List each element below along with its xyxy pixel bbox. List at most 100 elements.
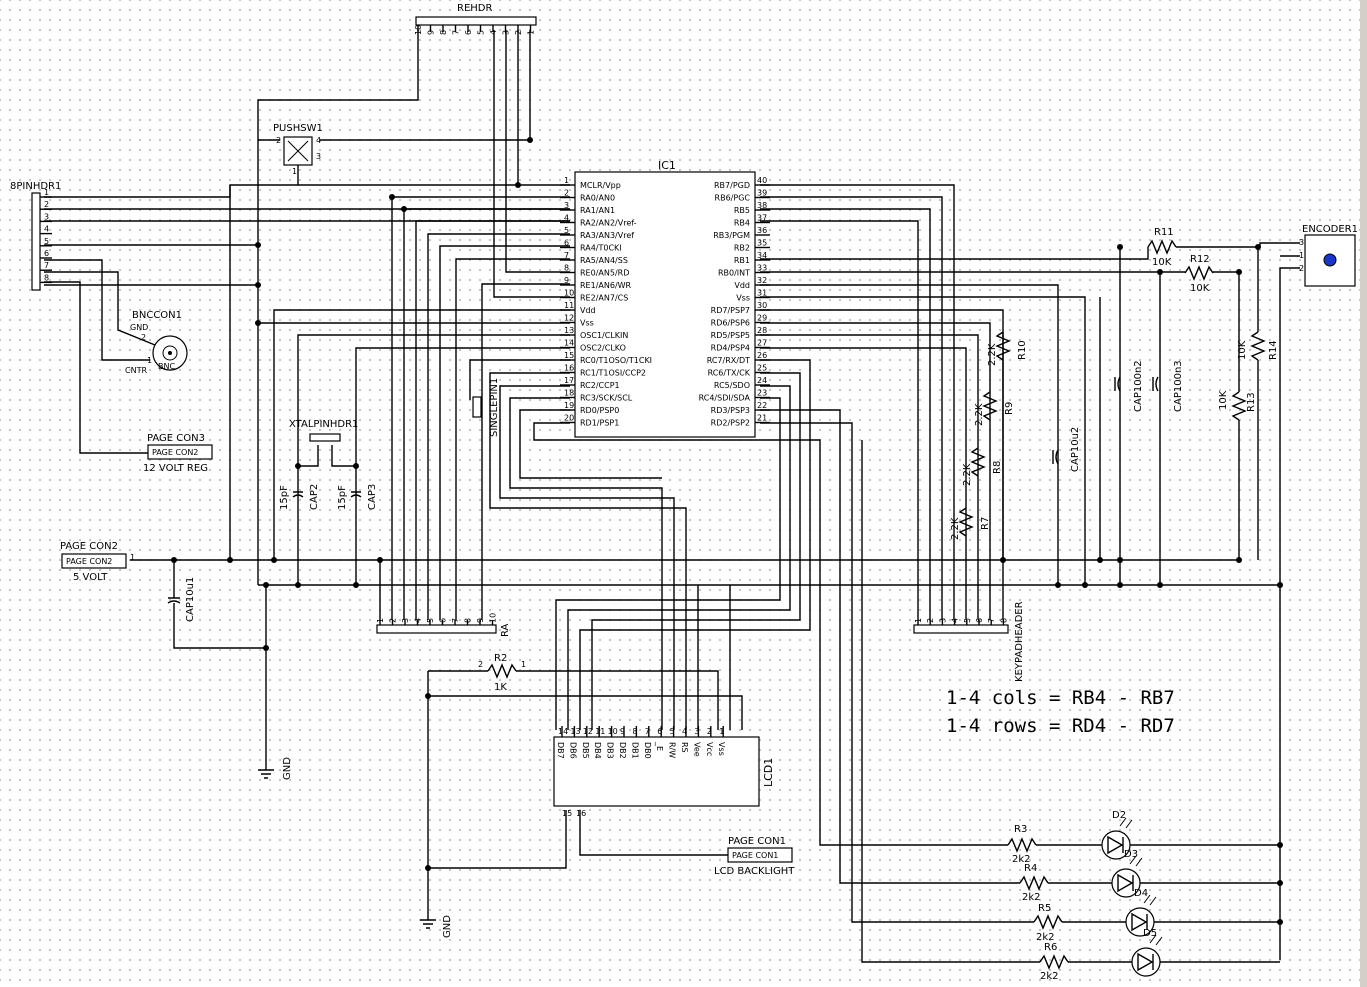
- bnccon1-ref: BNCCON1: [132, 310, 182, 321]
- ic1-pin-number: 33: [757, 264, 767, 273]
- wire: [415, 220, 570, 620]
- page-con3-12v[interactable]: PAGE CON3 PAGE CON2 12 VOLT REG: [143, 433, 213, 474]
- r10-ref: R10: [1017, 340, 1028, 360]
- ic1-pin-name: OSC2/CLKO: [580, 344, 626, 353]
- r2-pin: 1: [521, 660, 526, 669]
- cap10u1-ref: CAP10u1: [185, 577, 196, 622]
- page-con2-ref: PAGE CON2: [60, 541, 118, 552]
- wire: [819, 650, 1008, 846]
- junction: [263, 645, 269, 651]
- lcd1-display[interactable]: LCD1 14DB713DB612DB511DB410DB39DB28DB17D…: [553, 726, 775, 818]
- singlepin1[interactable]: SINGLEPIN1: [472, 378, 500, 437]
- wire: [567, 385, 791, 730]
- rehdr-pin-number: 9: [427, 30, 436, 35]
- lcd1-pin-number: 3: [694, 727, 699, 736]
- wire: [760, 322, 991, 620]
- rehdr-pin-number: 1: [527, 30, 536, 35]
- cap2[interactable]: 15pF CAP2: [279, 484, 320, 510]
- ic1-pin-number: 34: [757, 251, 767, 260]
- lcd1-pin-number: 12: [583, 727, 593, 736]
- r7[interactable]: 2.2K R7: [950, 507, 991, 540]
- r9[interactable]: 2.2K R9: [974, 391, 1015, 426]
- wire: [1176, 242, 1300, 248]
- lcd1-pin-number: 9: [620, 727, 625, 736]
- r7-ref: R7: [980, 517, 991, 530]
- page-con2-box: [61, 553, 127, 569]
- wire: [44, 271, 156, 346]
- wire: [257, 30, 419, 585]
- bnccon1-connector[interactable]: BNCCON1 GND CNTR BNC 2 1: [125, 310, 188, 375]
- r10[interactable]: 2.2K R10: [987, 331, 1028, 366]
- r8[interactable]: 2.2K R8: [962, 447, 1003, 486]
- r11-value: 10K: [1152, 257, 1172, 268]
- ra-pin-number: 2: [389, 618, 398, 623]
- ic1-pin-number: 17: [564, 376, 574, 385]
- page-con1-ref: PAGE CON1: [728, 836, 786, 847]
- r4-zigzag: [1019, 875, 1049, 891]
- r14-ref: R14: [1268, 340, 1279, 360]
- ic1-pin-name: RD3/PSP3: [711, 406, 750, 415]
- junction: [255, 320, 261, 326]
- ic1-pin-number: 3: [564, 201, 569, 210]
- cap3[interactable]: 15pF CAP3: [337, 484, 378, 510]
- junction: [1157, 582, 1163, 588]
- ic1-pin-name: Vdd: [580, 306, 596, 315]
- lcd1-pin-number: 4: [682, 727, 687, 736]
- r13[interactable]: 10K R13: [1218, 390, 1257, 421]
- keypad-pin-number: 5: [963, 618, 972, 623]
- led-d5-ref: D5: [1143, 928, 1157, 939]
- r4[interactable]: R4 2k2: [1019, 863, 1049, 903]
- cap10u2[interactable]: CAP10u2: [1052, 427, 1081, 472]
- led-d2-rays: [1119, 817, 1133, 829]
- ic1-pin-name: RC7/RX/DT: [707, 356, 750, 365]
- ic1-microcontroller[interactable]: IC1 1MCLR/Vpp2RA0/AN03RA1/AN14RA2/AN2/Vr…: [560, 159, 770, 438]
- page-con2-caption: 5 VOLT: [73, 572, 108, 583]
- cap100n3[interactable]: CAP100n3: [1152, 360, 1184, 412]
- r12[interactable]: R12 10K: [1184, 254, 1214, 294]
- keypad-pin-number: 3: [938, 618, 947, 623]
- bnc-gnd-label: GND: [130, 323, 148, 332]
- junction: [1097, 557, 1103, 563]
- lcd1-pin-number: 13: [570, 727, 580, 736]
- wire: [519, 409, 662, 479]
- 8pinhdr1-body: [31, 192, 41, 291]
- bnc-inner: [162, 345, 178, 361]
- xtalpinhdr1[interactable]: XTALPINHDR1: [289, 419, 358, 442]
- ic1-pin-number: 35: [757, 239, 767, 248]
- cap10u1[interactable]: CAP10u1: [167, 577, 196, 622]
- r4-value: 2k2: [1022, 892, 1041, 903]
- r3[interactable]: R3 2k2: [1007, 824, 1037, 865]
- r5[interactable]: R5 2k2: [1033, 903, 1063, 943]
- wire: [760, 347, 967, 620]
- r14[interactable]: 10K R14: [1237, 331, 1279, 361]
- page-con2-5v[interactable]: PAGE CON2 PAGE CON2 5 VOLT 1: [60, 541, 135, 583]
- r14-zigzag: [1250, 331, 1266, 361]
- page-con1-body: PAGE CON1: [732, 851, 778, 860]
- ic1-pin-name: RA3/AN3/Vref: [580, 231, 634, 240]
- ic1-pin-name: RB7/PGD: [714, 181, 750, 190]
- wire: [760, 247, 1149, 260]
- 8pinhdr1-pin-number: 3: [44, 212, 49, 221]
- lcd1-bl-pin: 16: [576, 809, 586, 818]
- ic1-pin-number: 2: [564, 189, 569, 198]
- note-rows: 1-4 rows = RD4 - RD7: [946, 715, 1175, 737]
- encoder1[interactable]: ENCODER1 3 1 2: [1299, 224, 1358, 287]
- r5-ref: R5: [1038, 903, 1051, 914]
- page-con1-backlight[interactable]: PAGE CON1 PAGE CON1 LCD BACKLIGHT: [714, 836, 795, 877]
- ra-ref: RA: [500, 623, 511, 637]
- r2[interactable]: R2 1K 2 1: [478, 653, 526, 693]
- cap100n2-ref: CAP100n2: [1133, 360, 1144, 412]
- wire: [760, 422, 1034, 923]
- junction: [1236, 557, 1242, 563]
- lcd1-ref: LCD1: [762, 758, 775, 787]
- r6[interactable]: R6 2k2: [1039, 942, 1069, 982]
- rehdr-pin-number: 10: [414, 25, 423, 35]
- ic1-pin-number: 19: [564, 401, 574, 410]
- rehdr-pin-number: 5: [477, 30, 486, 35]
- junctions: [171, 137, 1283, 925]
- r11[interactable]: R11 10K: [1147, 227, 1177, 268]
